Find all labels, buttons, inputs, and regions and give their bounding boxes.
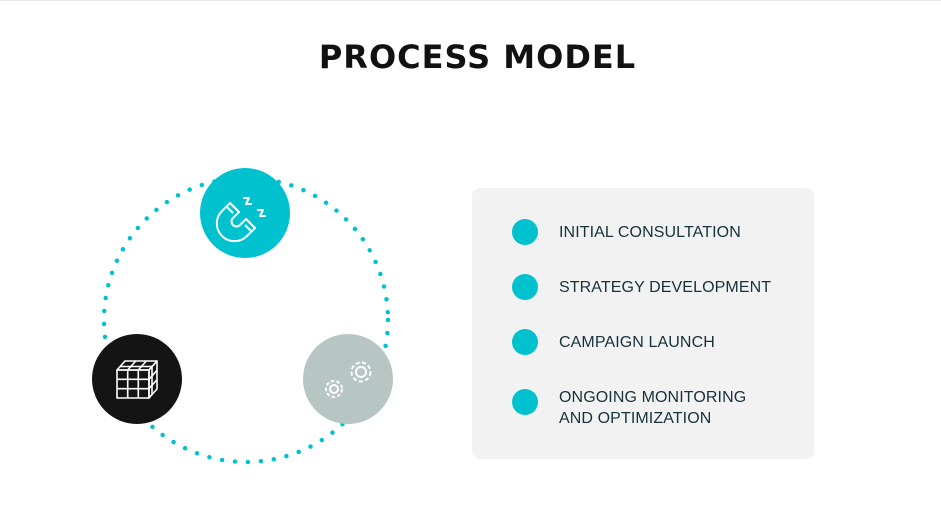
gears-icon [325,361,372,398]
step-label-line2: AND OPTIMIZATION [559,410,712,427]
step-bullet [512,219,538,245]
cycle-node-gears [303,334,393,424]
step-label: INITIAL CONSULTATION [559,219,741,243]
cycle-dotted-ring [101,175,391,465]
step-bullet [512,274,538,300]
step-label-line1: ONGOING MONITORING [559,389,747,406]
step-bullet [512,389,538,415]
top-divider [0,0,941,1]
cycle-node-cube [92,334,182,424]
step-item-1: INITIAL CONSULTATION [512,219,741,245]
step-item-2: STRATEGY DEVELOPMENT [512,274,771,300]
cube-grid-icon [116,360,158,399]
step-item-4: ONGOING MONITORING AND OPTIMIZATION [512,389,746,429]
step-label-line1: CAMPAIGN LAUNCH [559,334,715,351]
step-label-line1: STRATEGY DEVELOPMENT [559,279,772,296]
step-label: STRATEGY DEVELOPMENT [559,274,771,298]
magnet-icon [215,197,266,243]
step-item-3: CAMPAIGN LAUNCH [512,329,715,355]
page-title: PROCESS MODEL [318,38,637,76]
steps-panel: INITIAL CONSULTATION STRATEGY DEVELOPMEN… [472,188,814,459]
step-label-line1: INITIAL CONSULTATION [559,224,741,241]
step-label: ONGOING MONITORING AND OPTIMIZATION [559,387,746,429]
step-label: CAMPAIGN LAUNCH [559,329,715,353]
cycle-node-magnet [200,168,290,258]
step-bullet [512,329,538,355]
